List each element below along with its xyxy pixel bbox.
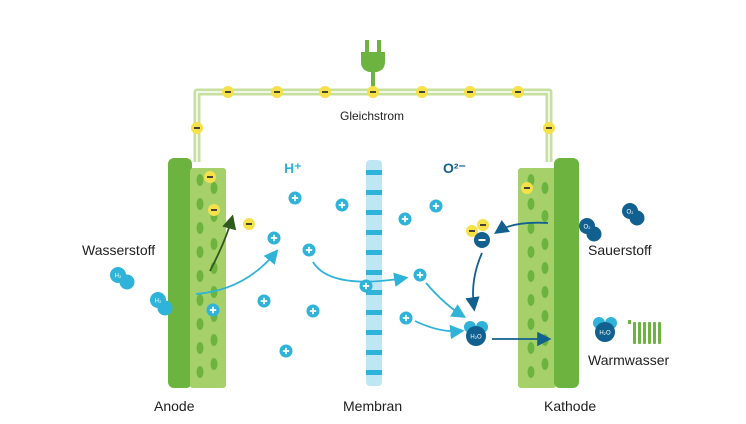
electron [243, 218, 255, 230]
proton [398, 212, 412, 226]
electron [191, 122, 203, 134]
proton [413, 268, 427, 282]
proton [335, 198, 349, 212]
h2-label: H₂ [155, 299, 162, 305]
cathode-label: Kathode [544, 398, 597, 414]
electron [466, 225, 478, 237]
protons [206, 191, 443, 358]
proton [288, 191, 302, 205]
hydrogen-label: Wasserstoff [82, 242, 156, 258]
electron [464, 86, 476, 98]
water-molecule: H₂O [464, 321, 488, 346]
hydrogen-molecule: H₂ [110, 267, 135, 290]
electron [204, 171, 216, 183]
flow-arrows [195, 214, 552, 347]
oxygen-molecule: O₂ [579, 218, 602, 242]
radiator-icon [628, 320, 661, 344]
h2o-label: H₂O [470, 335, 482, 341]
oxygen-ion [474, 232, 490, 248]
electron [416, 86, 428, 98]
current-wire [193, 88, 553, 162]
h2o-label: H₂O [599, 331, 611, 337]
h2-label: H₂ [115, 274, 122, 280]
proton [302, 243, 316, 257]
proton [267, 231, 281, 245]
electron [208, 204, 220, 216]
proton [257, 294, 271, 308]
current-label: Gleichstrom [340, 109, 405, 123]
electron [543, 122, 555, 134]
hydrogen-molecule: H₂ [150, 292, 173, 316]
plug-icon [361, 40, 385, 90]
electron [222, 86, 234, 98]
proton [429, 199, 443, 213]
oxygen-label: Sauerstoff [588, 242, 652, 258]
membrane-label: Membran [343, 398, 403, 414]
electron [477, 219, 489, 231]
electron [271, 86, 283, 98]
electron [521, 182, 533, 194]
electron [367, 86, 379, 98]
electron [512, 86, 524, 98]
proton [279, 344, 293, 358]
anode-electrode [168, 158, 226, 388]
proton-label: H⁺ [284, 160, 302, 176]
warm-water-label: Warmwasser [588, 352, 670, 368]
o2-label: O₂ [584, 225, 592, 231]
membrane [366, 160, 382, 386]
proton [206, 303, 220, 317]
o2-label: O₂ [627, 210, 635, 216]
electrode-electrons [204, 171, 533, 237]
wire-electrons [191, 86, 555, 134]
proton [306, 304, 320, 318]
proton [399, 311, 413, 325]
electron [319, 86, 331, 98]
proton [359, 279, 373, 293]
water-molecule: H₂O [593, 317, 617, 342]
anode-label: Anode [154, 398, 195, 414]
oxygen-molecule: O₂ [622, 203, 645, 226]
oxygen-ion-label: O²⁻ [443, 160, 466, 176]
